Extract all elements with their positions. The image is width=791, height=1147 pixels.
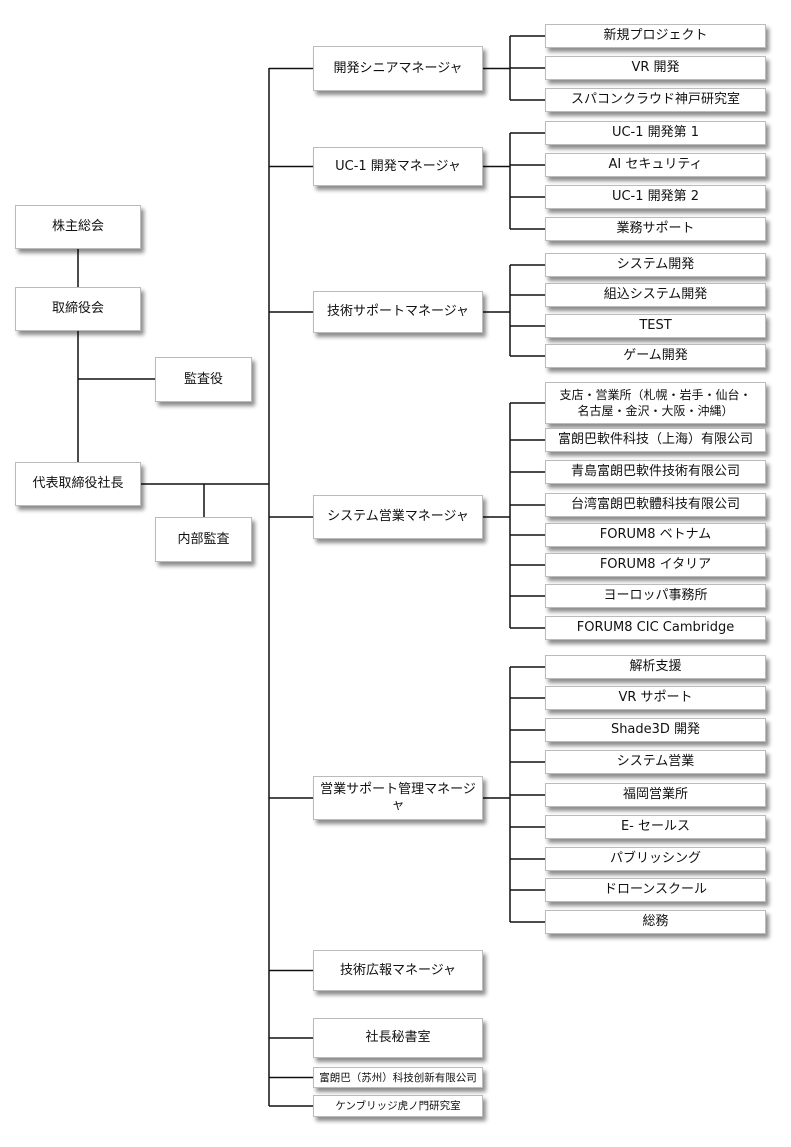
department-box: 解析支援 (545, 655, 766, 679)
shareholders-meeting-box: 株主総会 (15, 205, 141, 249)
manager-box: 社長秘書室 (313, 1018, 483, 1058)
department-box: 台湾富朗巴軟體科技有限公司 (545, 493, 766, 517)
department-box: 青島富朗巴軟件技術有限公司 (545, 460, 766, 484)
president-box: 代表取締役社長 (15, 462, 141, 506)
department-box: FORUM8 イタリア (545, 553, 766, 577)
board-of-directors-box: 取締役会 (15, 287, 141, 331)
manager-box: 富朗巴（苏州）科技创新有限公司 (313, 1067, 483, 1088)
manager-box: ケンブリッジ虎ノ門研究室 (313, 1095, 483, 1117)
department-box: 総務 (545, 910, 766, 934)
department-box: スパコンクラウド神戸研究室 (545, 88, 766, 112)
manager-box: システム営業マネージャ (313, 495, 483, 539)
department-box: FORUM8 ベトナム (545, 523, 766, 547)
department-box: 福岡営業所 (545, 783, 766, 807)
department-box: ヨーロッパ事務所 (545, 584, 766, 608)
internal-audit-box: 内部監査 (155, 517, 252, 562)
department-box: UC-1 開発第 1 (545, 121, 766, 145)
department-box: システム営業 (545, 750, 766, 774)
department-box: VR 開発 (545, 56, 766, 80)
manager-box: UC-1 開発マネージャ (313, 147, 483, 186)
department-box: AI セキュリティ (545, 153, 766, 177)
department-box: ゲーム開発 (545, 344, 766, 368)
department-box: 新規プロジェクト (545, 24, 766, 48)
manager-box: 開発シニアマネージャ (313, 46, 483, 91)
department-box: FORUM8 CIC Cambridge (545, 616, 766, 640)
department-box: TEST (545, 314, 766, 338)
auditor-box: 監査役 (155, 357, 252, 402)
department-box: E- セールス (545, 815, 766, 839)
department-box: 組込システム開発 (545, 283, 766, 307)
manager-box: 技術広報マネージャ (313, 950, 483, 991)
manager-box: 営業サポート管理マネージャ (313, 776, 483, 820)
department-box: パブリッシング (545, 847, 766, 871)
department-box: ドローンスクール (545, 878, 766, 902)
department-box: UC-1 開発第 2 (545, 185, 766, 209)
department-box: 支店・営業所（札幌・岩手・仙台・名古屋・金沢・大阪・沖縄） (545, 382, 766, 424)
department-box: 富朗巴軟件科技（上海）有限公司 (545, 428, 766, 452)
department-box: 業務サポート (545, 217, 766, 241)
manager-box: 技術サポートマネージャ (313, 291, 483, 333)
department-box: システム開発 (545, 253, 766, 277)
department-box: Shade3D 開発 (545, 718, 766, 742)
department-box: VR サポート (545, 686, 766, 710)
